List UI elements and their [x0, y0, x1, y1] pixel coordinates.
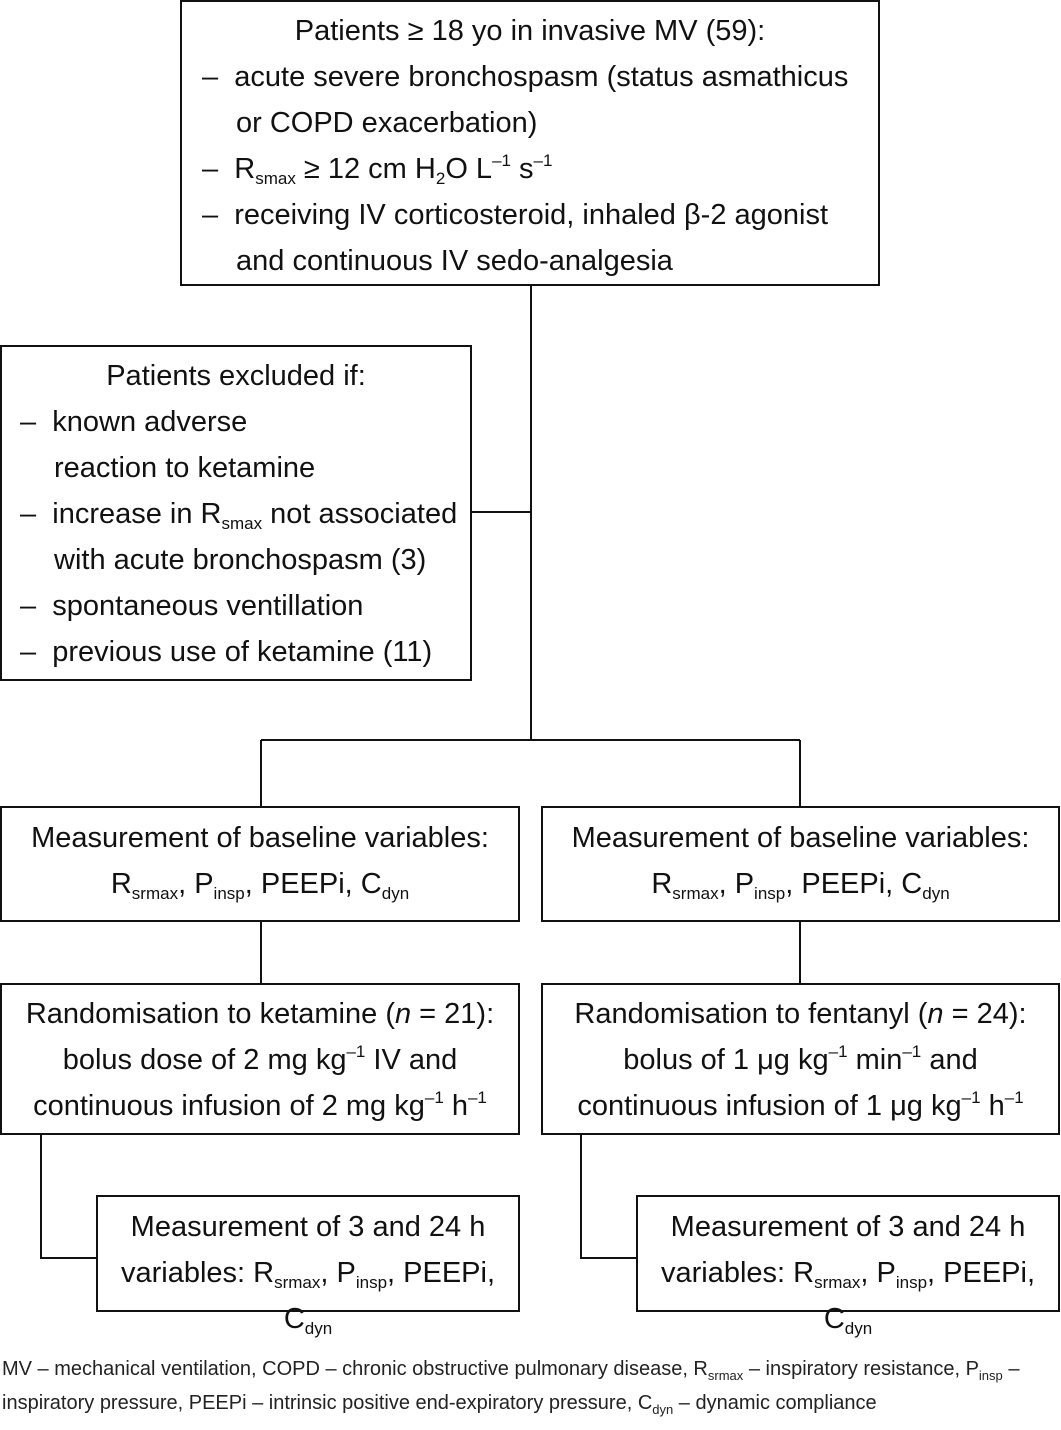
inclusion-heading: Patients ≥ 18 yo in invasive MV (59): [294, 15, 766, 47]
followup-box-ketamine: Measurement of 3 and 24 h variables: Rsr… [96, 1195, 520, 1337]
followup-heading: Measurement of 3 and 24 h [130, 1211, 486, 1243]
ketamine-randomisation-box: Randomisation to ketamine (n = 21): bolu… [0, 983, 520, 1135]
fentanyl-infusion: continuous infusion of 1 μg kg–1 h–1 [577, 1088, 1024, 1122]
followup-variables: variables: Rsrmax, Pinsp, PEEPi, Cdyn [660, 1257, 1036, 1338]
exclusion-item-spontaneous: spontaneous ventillation [12, 583, 460, 629]
baseline-heading: Measurement of baseline variables: [31, 822, 489, 854]
inclusion-item-treatment: receiving IV corticosteroid, inhaled β-2… [194, 192, 866, 284]
inclusion-item-bronchospasm: acute severe bronchospasm (status asmath… [194, 54, 866, 146]
exclusion-item-resistance-increase: increase in Rsmax not associated with ac… [12, 491, 460, 583]
baseline-box-fentanyl: Measurement of baseline variables: Rsrma… [541, 806, 1060, 922]
baseline-box-ketamine: Measurement of baseline variables: Rsrma… [0, 806, 520, 922]
exclusion-heading: Patients excluded if: [106, 360, 366, 392]
baseline-heading: Measurement of baseline variables: [571, 822, 1030, 854]
baseline-variables: Rsrmax, Pinsp, PEEPi, Cdyn [651, 868, 950, 903]
exclusion-item-adverse-reaction: known adverse reaction to ketamine [12, 399, 460, 491]
exclusion-criteria-box: Patients excluded if: known adverse reac… [0, 345, 472, 681]
followup-heading: Measurement of 3 and 24 h [670, 1211, 1026, 1243]
baseline-variables: Rsrmax, Pinsp, PEEPi, Cdyn [110, 868, 410, 903]
ketamine-infusion: continuous infusion of 2 mg kg–1 h–1 [33, 1088, 487, 1122]
inclusion-item-resistance: Rsmax ≥ 12 cm H2O L–1 s–1 [194, 146, 866, 192]
followup-box-fentanyl: Measurement of 3 and 24 h variables: Rsr… [636, 1195, 1060, 1337]
exclusion-item-previous-ketamine: previous use of ketamine (11) [12, 629, 460, 675]
fentanyl-bolus: bolus of 1 μg kg–1 min–1 and [623, 1042, 978, 1076]
ketamine-bolus: bolus dose of 2 mg kg–1 IV and [62, 1042, 458, 1076]
ketamine-heading: Randomisation to ketamine (n = 21): [25, 998, 495, 1030]
fentanyl-randomisation-box: Randomisation to fentanyl (n = 24): bolu… [541, 983, 1060, 1135]
followup-variables: variables: Rsrmax, Pinsp, PEEPi, Cdyn [120, 1257, 496, 1338]
fentanyl-heading: Randomisation to fentanyl (n = 24): [574, 998, 1027, 1030]
inclusion-criteria-box: Patients ≥ 18 yo in invasive MV (59): ac… [180, 0, 880, 286]
abbreviations-footnote: MV – mechanical ventilation, COPD – chro… [2, 1358, 1020, 1417]
